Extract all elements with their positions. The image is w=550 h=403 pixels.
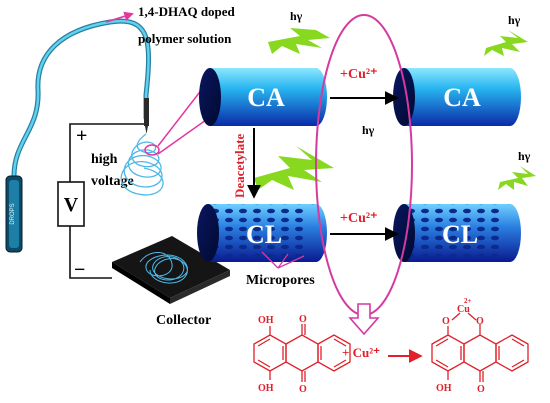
reagent-label-top: +Cu²⁺ [340,67,377,82]
complex-cu: Cu [457,304,470,315]
light-label-2: hγ [508,13,521,27]
supply-tube [11,18,152,179]
deposited-fibers [139,252,188,284]
complex-oh-bottom: OH [436,383,452,394]
dhaq-oh-bottom: OH [258,383,274,394]
source-label-line-1: 1,4-DHAQ doped [138,4,236,19]
complex-o-right: O [476,316,484,327]
high-voltage-circuit [69,123,144,279]
reaction-plus-cu: + Cu²⁺ [342,345,380,360]
minus-terminal: − [74,259,85,281]
fiber-cl-label: CL [246,220,282,249]
fiber-cl-complexed: CL [393,204,521,262]
plus-terminal: + [76,125,87,147]
cu-complex-molecule [431,312,529,382]
high-voltage-label-1: high [91,152,118,167]
micropores-pointer [261,251,305,269]
fiber-ca-label: CA [247,83,285,112]
fiber-ca-original: CA [199,68,327,126]
high-voltage-label-2: voltage [91,174,134,189]
open-down-arrow [348,303,380,336]
uv-burst-icon [498,166,536,190]
source-pointer-arrow [105,11,134,23]
dhaq-oh-top: OH [258,315,274,326]
light-label-3: hγ [362,123,375,137]
deacetylate-label: Deacetylate [232,134,247,198]
fiber-jet-spiral [120,133,164,196]
source-label-line-2: polymer solution [138,31,232,46]
fiber-ca-label: CA [443,83,481,112]
uv-burst-icon [268,22,330,54]
uv-burst-icon [254,146,334,190]
fiber-ca-complexed: CA [393,68,521,126]
complexation-highlight [315,14,413,316]
collector-plate [112,236,230,304]
voltmeter-box: V [57,181,85,227]
voltmeter-symbol: V [64,194,79,216]
needle [144,98,149,126]
dhaq-molecule [253,324,351,382]
syringe-icon: DROPS [5,175,23,253]
light-label-1: hγ [290,9,303,23]
complex-o-bottom: O [477,384,485,395]
dhaq-o-bottom: O [299,384,307,395]
zoom-lines [144,83,207,156]
fiber-cl-label: CL [442,220,478,249]
uv-burst-icon [484,30,528,56]
syringe-text: DROPS [10,203,16,224]
dhaq-o-top: O [299,314,307,325]
collector-label: Collector [156,313,211,328]
micropores-label: Micropores [246,273,315,288]
fiber-cl-porous: CL [197,204,327,262]
complex-cu-charge: 2+ [464,297,472,305]
complex-o-left: O [442,316,450,327]
light-label-4: hγ [518,149,531,163]
reagent-label-bottom: +Cu²⁺ [340,211,377,226]
